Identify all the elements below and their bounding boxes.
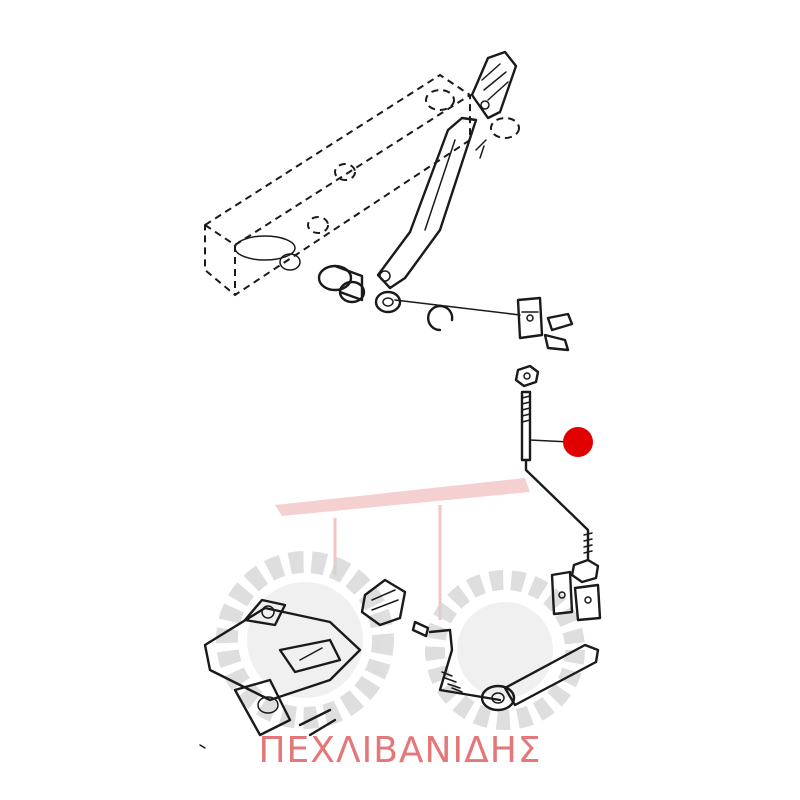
lower-linkage-arm	[411, 620, 600, 712]
red-dot-marker	[563, 427, 593, 457]
pedal-pad	[470, 50, 518, 120]
watermark-logo: ΠΕΧΛΙΒΑΝΙΔΗΣ	[216, 478, 585, 771]
circlip	[426, 304, 454, 332]
transmission-housing	[199, 578, 407, 749]
assembly-line-upper	[394, 299, 521, 316]
watermark-text: ΠΕΧΛΙΒΑΝΙΔΗΣ	[258, 730, 541, 771]
bushing	[374, 290, 402, 314]
lower-clevis	[550, 558, 602, 622]
pedal-lever	[317, 50, 518, 332]
watermark-gear-left	[216, 551, 394, 729]
lever-arm	[376, 116, 478, 290]
phantom-housing	[204, 73, 520, 297]
upper-clevis	[516, 296, 574, 352]
watermark-tractor-roof	[275, 478, 530, 516]
pedal-pivot-hole	[480, 100, 490, 110]
control-rod	[520, 390, 593, 562]
upper-nut	[514, 364, 540, 388]
